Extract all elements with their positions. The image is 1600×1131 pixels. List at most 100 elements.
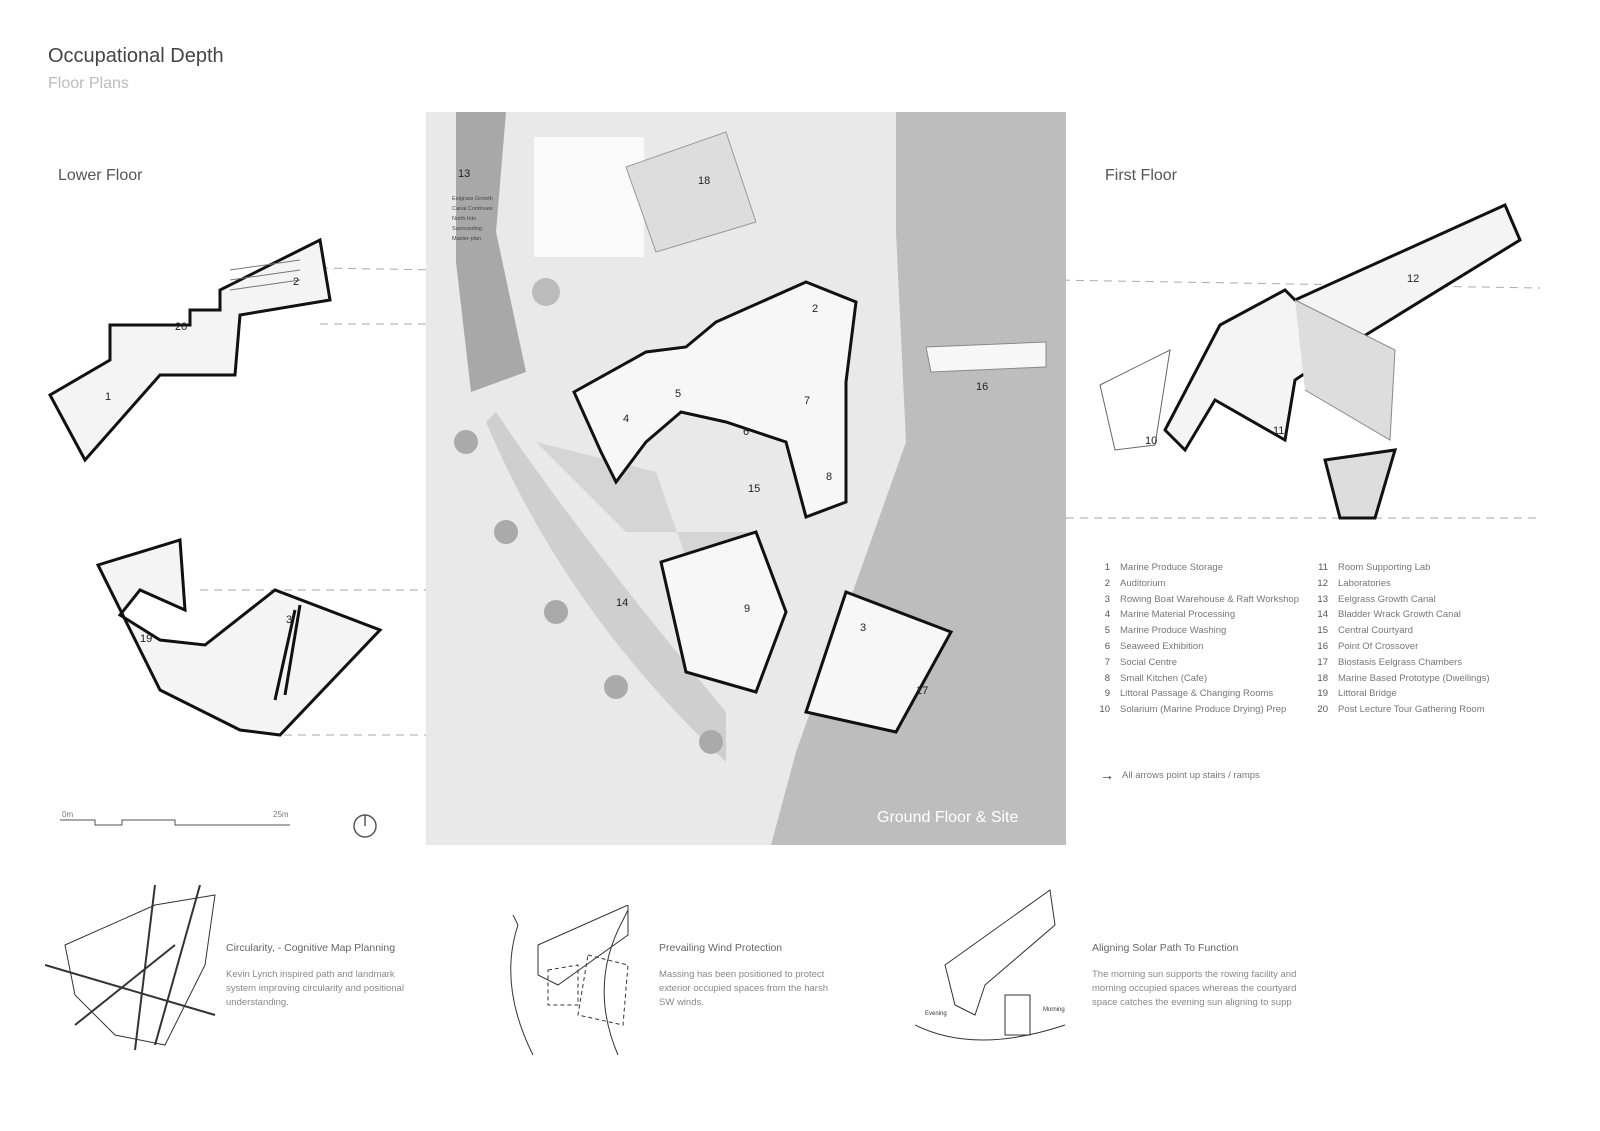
- sun-label-evening: Evening: [925, 1011, 947, 1017]
- ground-floor-site-plan: 13 Eelgrass Growth Canal Continues North…: [426, 112, 1066, 845]
- legend-text: Small Kitchen (Cafe): [1120, 672, 1208, 684]
- site-label-9: 9: [744, 603, 750, 615]
- legend-item: 16 Point Of Crossover: [1310, 641, 1490, 657]
- diagram-wind: Prevailing Wind Protection Massing has b…: [659, 942, 844, 1010]
- legend-item: 15 Central Courtyard: [1310, 625, 1490, 641]
- first-label-11: 11: [1273, 425, 1284, 437]
- diagram-solar: Aligning Solar Path To Function The morn…: [1092, 942, 1317, 1010]
- legend-number: 1: [1104, 562, 1110, 573]
- legend-text: Marine Produce Washing: [1120, 625, 1227, 637]
- sun-label-morning: Morning: [1043, 1007, 1065, 1013]
- scale-bar: [60, 819, 290, 826]
- legend-text: Marine Produce Storage: [1120, 562, 1223, 573]
- diagram-title: Prevailing Wind Protection: [659, 942, 783, 954]
- canal-13: [456, 112, 526, 392]
- canal-note-line: Canal Continues: [452, 206, 493, 212]
- scale-end: 25m: [273, 810, 289, 819]
- legend-number: 10: [1099, 704, 1110, 716]
- lower-floor-plan: 1 2 20 3 19: [47, 237, 383, 737]
- legend-item: 19 Littoral Bridge: [1310, 688, 1490, 704]
- legend-number: 3: [1104, 593, 1110, 605]
- site-label-5: 5: [675, 388, 681, 400]
- sheet-title: Occupational Depth: [48, 45, 224, 67]
- legend-text: Rowing Boat Warehouse & Raft Workshop: [1120, 593, 1300, 605]
- legend-item: 1 Marine Produce Storage: [1092, 562, 1299, 578]
- canal-14: [486, 412, 726, 762]
- wind-sketch: [510, 905, 629, 1056]
- diagram-title: Aligning Solar Path To Function: [1092, 942, 1239, 954]
- legend-number: 15: [1317, 625, 1328, 637]
- legend-text: Littoral Bridge: [1338, 688, 1397, 700]
- diagram-circularity: Circularity, - Cognitive Map Planning Ke…: [226, 942, 426, 1010]
- site-label-8: 8: [826, 471, 832, 483]
- arrow-right-icon: →: [1100, 767, 1114, 783]
- legend-number: 20: [1317, 704, 1328, 716]
- legend-item: 17 Biostasis Eelgrass Chambers: [1310, 657, 1490, 673]
- diagram-body: Massing has been positioned to protect e…: [659, 969, 828, 1008]
- site-label-18: 18: [698, 175, 710, 187]
- legend-number: 5: [1104, 625, 1110, 637]
- legend-item: 8 Small Kitchen (Cafe): [1092, 673, 1299, 689]
- diagram-body: The morning sun supports the rowing faci…: [1092, 969, 1297, 1008]
- legend-number: 6: [1104, 640, 1110, 652]
- legend-text: Auditorium: [1120, 577, 1166, 589]
- lower-label-2: 2: [293, 276, 299, 288]
- legend-item: 6 Seaweed Exhibition: [1092, 641, 1299, 657]
- legend-number: 7: [1104, 656, 1110, 668]
- canal-note-line: North Into: [452, 216, 476, 222]
- legend-text: Central Courtyard: [1338, 625, 1413, 637]
- legend-number: 11: [1318, 562, 1328, 573]
- north-arrow-icon: [353, 814, 377, 838]
- first-label-12: 12: [1407, 273, 1419, 285]
- legend-number: 14: [1317, 609, 1328, 621]
- diagram-body: Kevin Lynch inspired path and landmark s…: [226, 969, 404, 1008]
- legend-text: Marine Material Processing: [1120, 609, 1236, 621]
- lower-label-3: 3: [286, 614, 292, 626]
- first-floor-label: First Floor: [1105, 167, 1177, 184]
- sheet-subtitle: Floor Plans: [48, 75, 129, 92]
- site-label-2: 2: [812, 303, 818, 315]
- circularity-sketch: [45, 885, 216, 1051]
- legend-text: Biostasis Eelgrass Chambers: [1338, 656, 1463, 668]
- legend-item: 4 Marine Material Processing: [1092, 609, 1299, 625]
- legend-number: 8: [1104, 672, 1110, 684]
- canal-note-line: Master-plan: [452, 236, 481, 242]
- diagram-title: Circularity, - Cognitive Map Planning: [226, 942, 396, 954]
- legend-text: Marine Based Prototype (Dwellings): [1338, 672, 1490, 684]
- site-label-7: 7: [804, 395, 810, 407]
- arrow-note: → All arrows point up stairs / ramps: [1100, 767, 1260, 783]
- legend-text: Solarium (Marine Produce Drying) Prep: [1120, 704, 1287, 716]
- legend-text: Social Centre: [1120, 656, 1178, 668]
- legend-item: 18 Marine Based Prototype (Dwellings): [1310, 672, 1490, 689]
- legend-text: Post Lecture Tour Gathering Room: [1338, 704, 1485, 716]
- site-label-17: 17: [916, 685, 928, 697]
- lower-label-20: 20: [175, 321, 187, 333]
- legend-number: 17: [1317, 656, 1328, 668]
- legend-item: 20 Post Lecture Tour Gathering Room: [1310, 704, 1490, 720]
- legend-item: 12 Laboratories: [1310, 578, 1490, 594]
- legend-number: 4: [1104, 609, 1110, 621]
- scale-start: 0m: [62, 810, 74, 819]
- legend-text: Room Supporting Lab: [1338, 562, 1431, 573]
- legend-number: 19: [1317, 688, 1328, 700]
- legend-number: 16: [1317, 640, 1328, 652]
- lower-floor-label: Lower Floor: [58, 167, 143, 184]
- lower-label-1: 1: [105, 391, 111, 403]
- legend-number: 9: [1104, 688, 1110, 700]
- first-floor-plan: 12 10 11: [1099, 203, 1522, 520]
- legend-number: 12: [1317, 577, 1328, 589]
- legend-text: Eelgrass Growth Canal: [1338, 593, 1436, 605]
- site-label-13: 13: [458, 168, 470, 180]
- legend-number: 18: [1317, 672, 1328, 684]
- legend-text: Seaweed Exhibition: [1120, 640, 1204, 652]
- site-label-4: 4: [623, 413, 629, 425]
- arrow-note-text: All arrows point up stairs / ramps: [1122, 769, 1260, 781]
- legend-text: Point Of Crossover: [1338, 640, 1419, 652]
- legend-text: Laboratories: [1338, 577, 1391, 589]
